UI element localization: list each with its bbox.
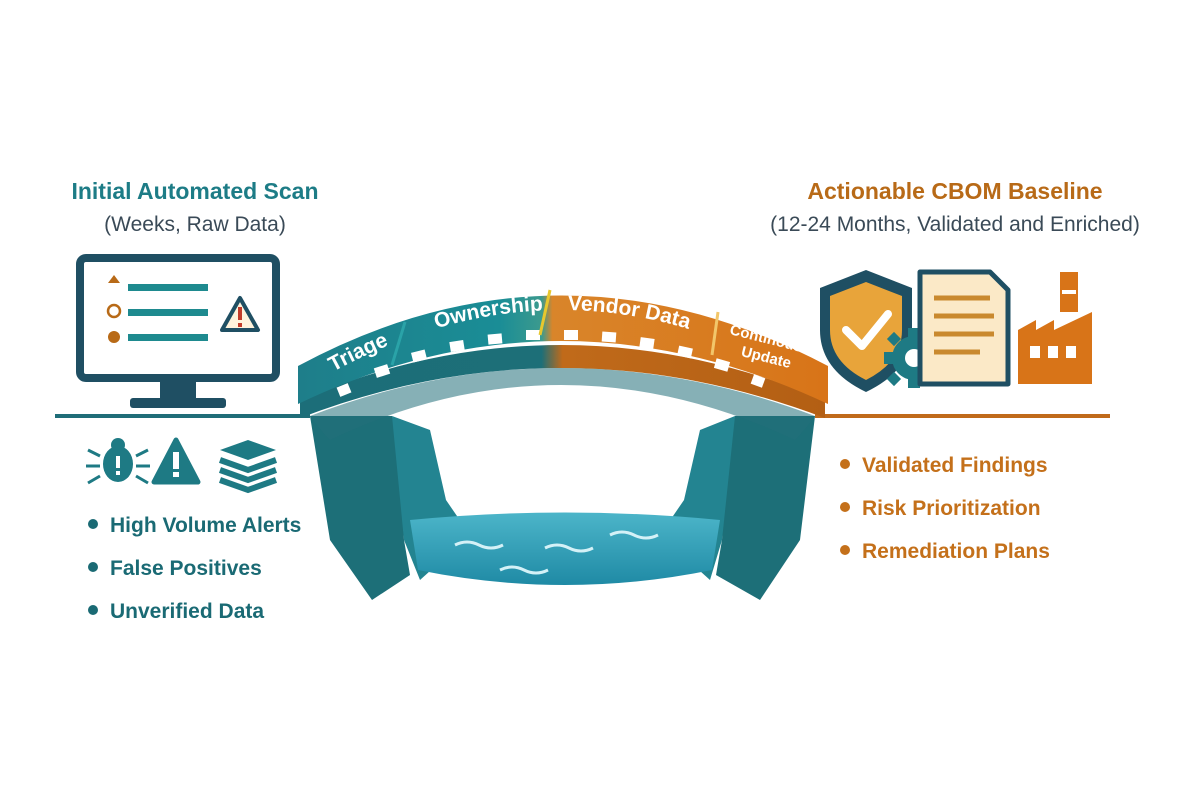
document-icon bbox=[917, 269, 1011, 387]
bridge-deck bbox=[300, 345, 825, 418]
left-panel-subtitle: (Weeks, Raw Data) bbox=[104, 213, 286, 236]
left-bullet-item: High Volume Alerts bbox=[88, 504, 301, 547]
bullet-text: High Volume Alerts bbox=[110, 514, 302, 537]
bullet-dot-icon bbox=[840, 459, 850, 470]
bullet-text: Risk Prioritization bbox=[862, 497, 1041, 520]
left-panel-title: Initial Automated Scan bbox=[71, 178, 319, 204]
bullet-dot-icon bbox=[88, 605, 98, 616]
right-bullet-item: Remediation Plans bbox=[840, 530, 1050, 573]
bullet-text: Remediation Plans bbox=[862, 540, 1050, 563]
bullet-text: Unverified Data bbox=[110, 600, 265, 623]
water bbox=[410, 512, 720, 585]
warning-icon bbox=[151, 437, 201, 485]
bullet-dot-icon bbox=[88, 519, 98, 530]
left-bullet-list: High Volume Alerts False Positives Unver… bbox=[88, 504, 301, 633]
bullet-dot-icon bbox=[88, 562, 98, 573]
right-panel-subtitle: (12-24 Months, Validated and Enriched) bbox=[770, 213, 1140, 236]
right-bullet-item: Risk Prioritization bbox=[840, 487, 1050, 530]
bullet-dot-icon bbox=[840, 502, 850, 513]
right-panel-title: Actionable CBOM Baseline bbox=[807, 178, 1103, 204]
screen-warning-icon bbox=[220, 296, 260, 332]
stacked-layers-icon bbox=[218, 440, 278, 494]
left-bullet-item: Unverified Data bbox=[88, 590, 301, 633]
bullet-text: False Positives bbox=[110, 557, 262, 580]
left-bullet-item: False Positives bbox=[88, 547, 301, 590]
chasm bbox=[310, 416, 815, 600]
bullet-text: Validated Findings bbox=[862, 454, 1048, 477]
bug-icon bbox=[86, 438, 150, 485]
right-bullet-list: Validated Findings Risk Prioritization R… bbox=[840, 444, 1050, 573]
bridge-top-band bbox=[298, 295, 828, 404]
right-bullet-item: Validated Findings bbox=[840, 444, 1050, 487]
alert-list-icon bbox=[106, 275, 208, 343]
factory-icon bbox=[1018, 272, 1092, 384]
bullet-dot-icon bbox=[840, 545, 850, 556]
computer-monitor-icon bbox=[76, 254, 280, 408]
bridge-arch bbox=[298, 289, 828, 440]
shield-check-icon bbox=[820, 270, 912, 392]
bridge-windows bbox=[336, 330, 766, 397]
